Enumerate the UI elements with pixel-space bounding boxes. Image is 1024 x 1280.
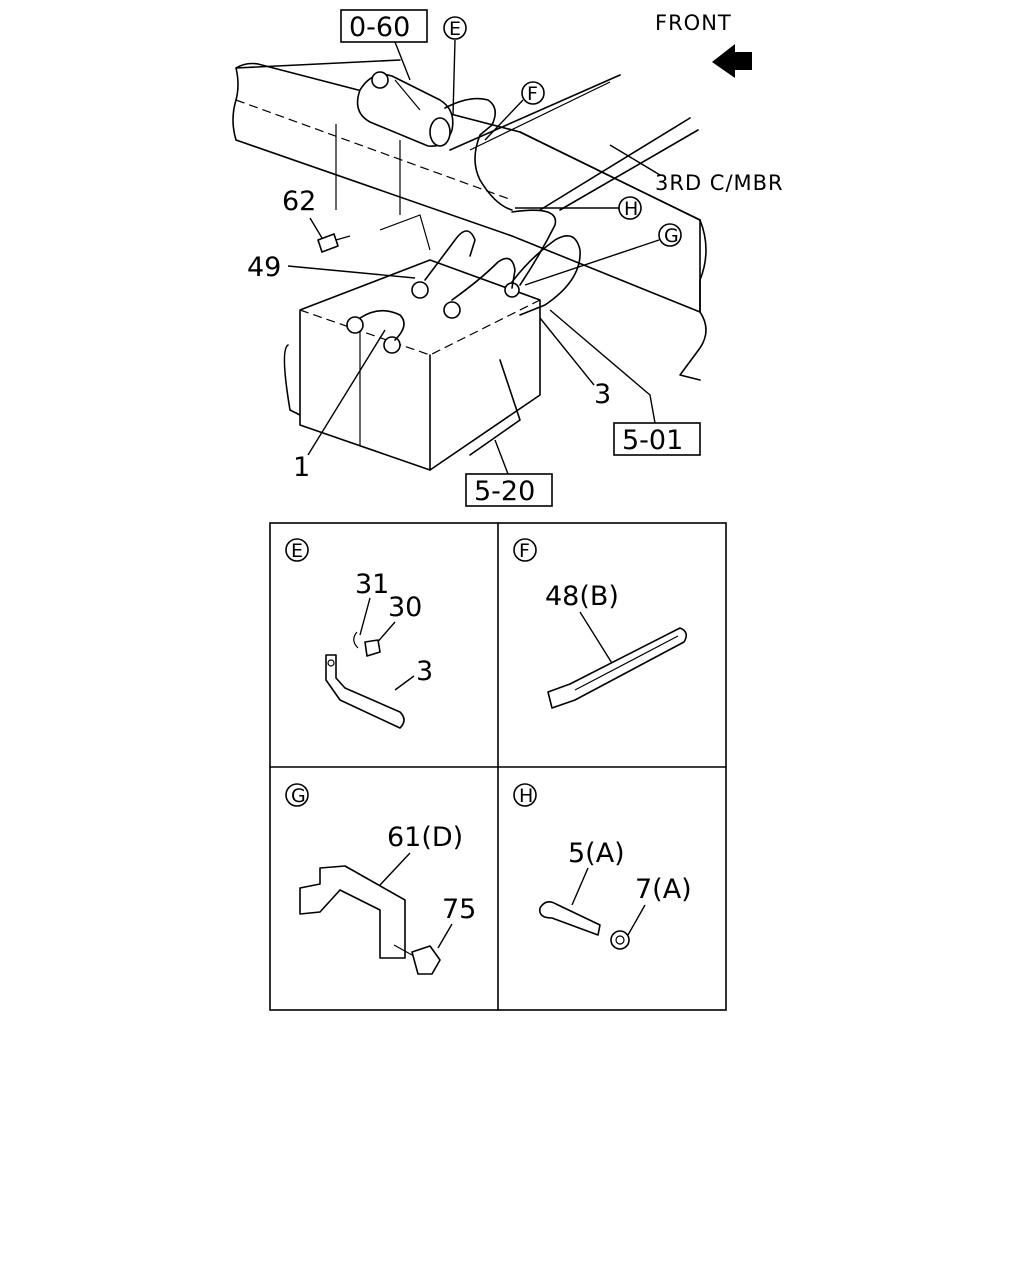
bolt-62: [317, 233, 351, 253]
part-1-label: 1: [293, 452, 310, 483]
svg-text:G: G: [291, 785, 306, 807]
svg-text:E: E: [291, 540, 303, 562]
detail-e: E 31 30 3: [285, 538, 433, 729]
svg-text:F: F: [519, 540, 530, 562]
front-arrow-icon: [712, 44, 752, 78]
svg-text:H: H: [624, 198, 638, 220]
svg-text:0-60: 0-60: [349, 12, 410, 43]
starter-motor: [356, 71, 454, 147]
callout-e: E: [443, 16, 467, 116]
svg-text:F: F: [527, 83, 538, 105]
part-3-label: 3: [594, 379, 611, 410]
battery-terminals: [346, 281, 520, 354]
detail-e-label-30: 30: [388, 592, 422, 623]
svg-text:5-20: 5-20: [474, 476, 535, 507]
part-49-label: 49: [247, 252, 281, 283]
front-label: FRONT: [655, 11, 732, 35]
detail-h-label-7a: 7(A): [635, 874, 692, 905]
detail-g-label-61d: 61(D): [387, 822, 463, 853]
part-3-leader: [539, 317, 595, 386]
ref-0-60: 0-60: [340, 9, 428, 81]
svg-text:E: E: [449, 18, 461, 40]
callout-f: F: [484, 81, 545, 141]
part-62-label: 62: [282, 186, 316, 217]
detail-h-label-5a: 5(A): [568, 838, 625, 869]
battery-cables: [359, 97, 581, 341]
part-49-leader: [287, 265, 416, 279]
main-view: FRONT 3RD C/MBR: [232, 9, 784, 507]
svg-text:5-01: 5-01: [622, 425, 683, 456]
member-label: 3RD C/MBR: [655, 171, 784, 195]
part-1-leader: [307, 329, 386, 456]
ref-5-01: 5-01: [549, 309, 701, 456]
detail-g: G 61(D) 75: [285, 783, 476, 975]
callout-h: H: [515, 196, 642, 220]
detail-f: F 48(B): [513, 538, 688, 709]
battery-box: [283, 214, 541, 471]
detail-e-label-3: 3: [416, 656, 433, 687]
svg-text:H: H: [519, 785, 533, 807]
svg-text:G: G: [664, 225, 679, 247]
member-leader: [609, 144, 661, 176]
detail-g-label-75: 75: [442, 894, 476, 925]
detail-e-label-31: 31: [355, 569, 389, 600]
detail-f-label-48b: 48(B): [545, 581, 619, 612]
ref-5-20: 5-20: [465, 439, 553, 507]
callout-g: G: [524, 223, 682, 286]
detail-h: H 5(A) 7(A): [513, 783, 692, 950]
detail-grid: E 31 30 3 F 48(B) G 61(D) 75: [269, 522, 727, 1011]
cross-member: [449, 74, 699, 211]
frame-rail: [232, 59, 707, 381]
part-62-leader: [309, 217, 323, 239]
